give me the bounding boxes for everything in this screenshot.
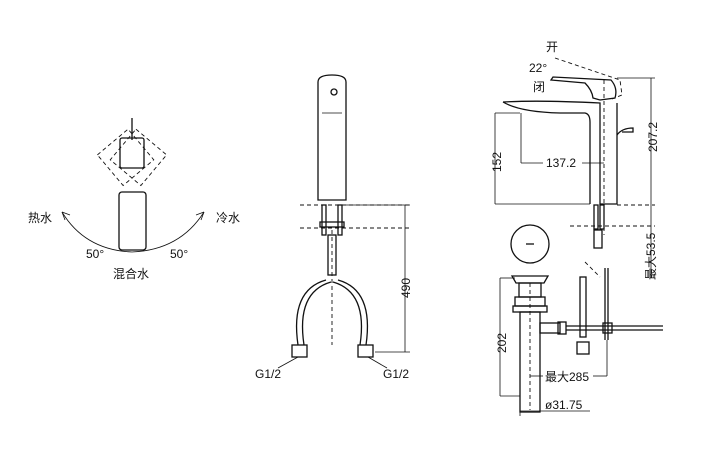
max-deck-label: 最大53.5 [644,232,658,280]
drain-view: 202 最大285 ø31.75 [495,224,663,416]
max-reach-label: 最大285 [545,370,589,384]
open-label: 开 [546,40,558,54]
top-view: 热水 冷水 50° 50° 混合水 [28,118,240,281]
hot-water-label: 热水 [28,211,52,225]
side-view: 开 22° 闭 152 137.2 207.2 最大53.5 [490,40,660,280]
front-view: 490 G1/2 G1/2 [255,74,413,381]
angle-right-label: 50° [170,247,188,261]
angle-left-label: 50° [86,247,104,261]
mixed-water-label: 混合水 [113,266,149,281]
spout-height-label: 152 [490,152,504,172]
thread-left-label: G1/2 [255,367,281,381]
drain-height-label: 202 [495,333,509,353]
thread-right-label: G1/2 [383,367,409,381]
drain-cap [510,224,550,264]
cold-water-label: 冷水 [216,211,240,225]
total-height-label: 207.2 [646,122,660,152]
spout-reach-label: 137.2 [546,156,576,170]
close-label: 闭 [533,80,545,94]
handle-angle-label: 22° [529,61,547,75]
height-490-label: 490 [399,278,413,298]
diameter-label: ø31.75 [545,398,583,412]
